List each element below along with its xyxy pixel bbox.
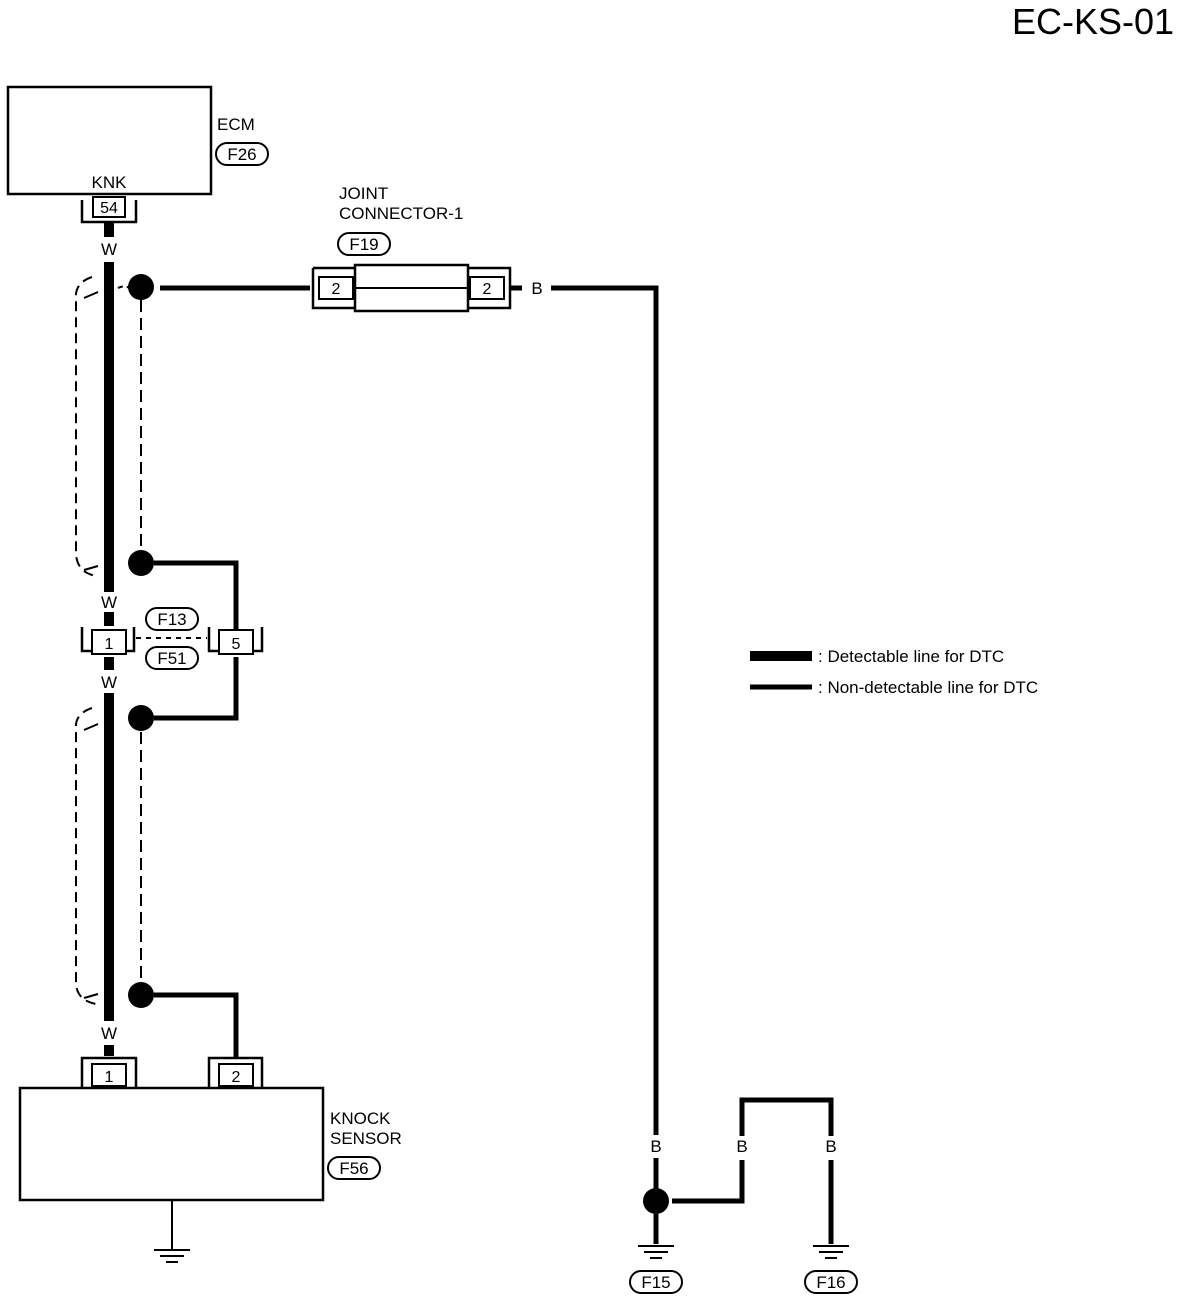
wire-color-label: W [101,673,117,692]
joint-pin-right: 2 [483,281,492,298]
ground-connector-badge [804,1270,858,1294]
legend-detectable-label: : Detectable line for DTC [818,647,1004,666]
ground-wire [551,285,834,1244]
wire-color-label: W [101,240,117,259]
wire-color-label: W [101,593,117,612]
harness-connector: 1 5 F13 F51 [80,607,264,670]
joint-connector-badge [337,232,391,256]
legend-non-detectable-label: : Non-detectable line for DTC [818,678,1038,697]
sensor-pin-signal: 1 [105,1069,114,1086]
shield-upper [74,274,154,577]
shield-splice-dot [128,274,154,300]
ecm-label: ECM [217,115,255,134]
shield-splice-dot [128,705,154,731]
ecm-connector-id: F26 [227,145,256,164]
wire-color-label: B [825,1137,836,1156]
shield-lower [74,705,154,1008]
joint-connector: JOINT CONNECTOR-1 F19 2 2 B [311,184,543,313]
joint-connector-label: JOINT [339,184,388,203]
harness-pin-right: 5 [232,636,241,653]
page-code: EC-KS-01 [1012,1,1174,42]
ground-connector-id: F16 [816,1273,845,1292]
ground-connector-badge [629,1270,683,1294]
ecm-module: ECM F26 KNK 54 [6,85,269,224]
sensor-pin-shield: 2 [232,1069,241,1086]
sensor-label: SENSOR [330,1129,402,1148]
wire-color-label: B [650,1137,661,1156]
wire-color-label: W [101,1024,117,1043]
joint-connector-id: F19 [349,235,378,254]
legend: : Detectable line for DTC : Non-detectab… [750,647,1038,697]
joint-pin-left: 2 [332,281,341,298]
harness-connector-id: F13 [157,610,186,629]
harness-pin-left: 1 [105,636,114,653]
wire-color-label: B [531,279,542,298]
ecm-connector-badge [215,142,269,166]
sensor-connector-badge [327,1156,381,1180]
ground-symbol-icon [813,1245,849,1259]
ecm-terminal-pin: 54 [100,200,118,217]
harness-connector-id: F51 [157,649,186,668]
ground-symbol-icon [638,1245,674,1259]
joint-connector-label: CONNECTOR-1 [339,204,463,223]
sensor-connector-id: F56 [339,1159,368,1178]
ground-splice-dot [643,1188,669,1214]
shield-drain-wires [154,285,310,1058]
ground-connector-id: F15 [641,1273,670,1292]
ground-symbol-icon [154,1249,190,1263]
wire-color-label: B [736,1137,747,1156]
shield-splice-dot [128,550,154,576]
harness-connector-badge [145,607,199,631]
harness-connector-badge [145,646,199,670]
sensor-label: KNOCK [330,1109,391,1128]
knock-sensor: 1 2 KNOCK SENSOR F56 [18,1056,402,1263]
shield-splice-dot [128,982,154,1008]
ecm-terminal-name: KNK [92,173,128,192]
